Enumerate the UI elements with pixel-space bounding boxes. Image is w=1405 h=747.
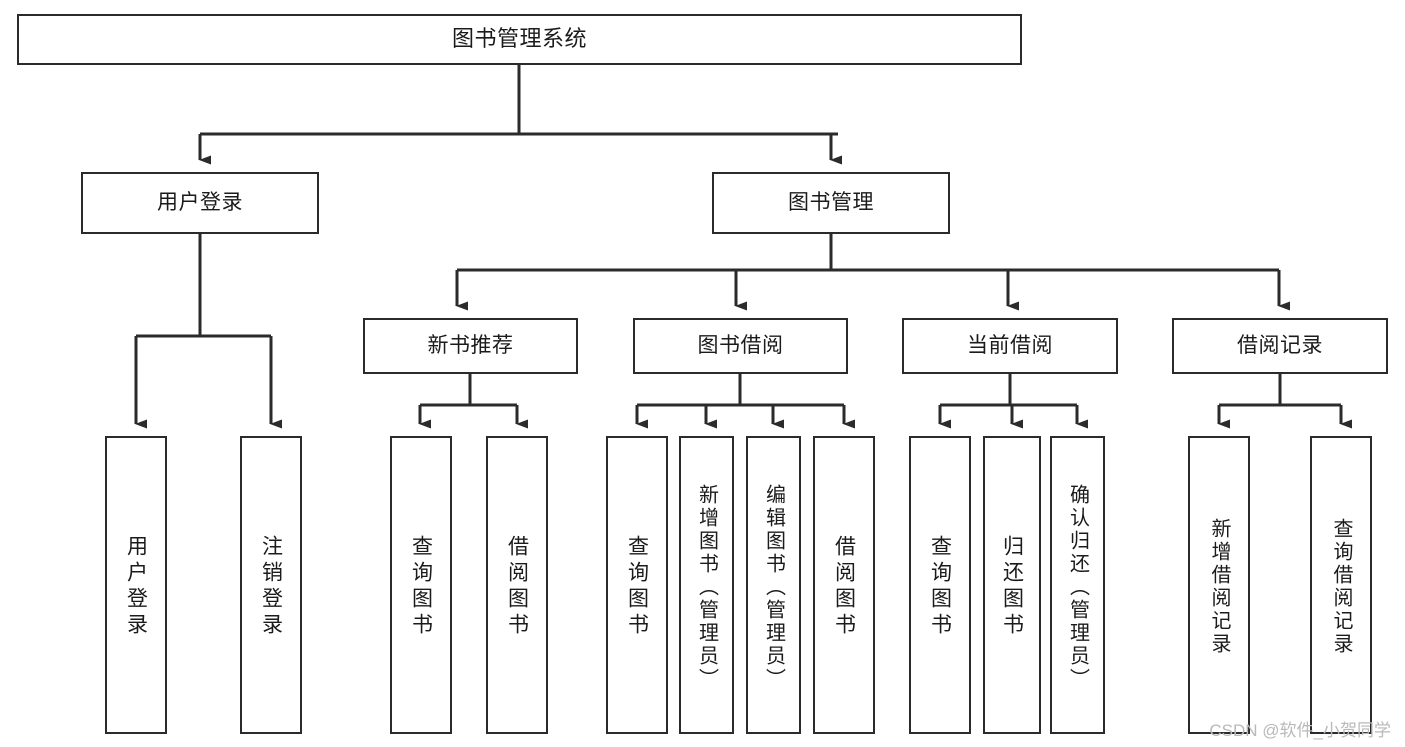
leaf-query-book-current[interactable]: 查询图书 — [909, 436, 971, 734]
node-label: 借阅图书 — [832, 535, 856, 639]
watermark-text: CSDN @软件_小贺同学 — [1209, 721, 1391, 740]
node-book-borrow[interactable]: 图书借阅 — [633, 318, 848, 374]
node-root-system[interactable]: 图书管理系统 — [17, 14, 1022, 65]
node-label: 图书管理系统 — [451, 26, 587, 52]
node-borrow-record[interactable]: 借阅记录 — [1172, 318, 1388, 374]
node-user-login[interactable]: 用户登录 — [81, 172, 319, 234]
node-label: 查询图书 — [928, 535, 952, 639]
newbook-to-leaves-connectors — [418, 374, 528, 429]
node-current-borrow[interactable]: 当前借阅 — [902, 318, 1118, 374]
leaf-query-borrow-record[interactable]: 查询借阅记录 — [1310, 436, 1372, 734]
node-label: 查询图书 — [625, 535, 649, 639]
node-label: 用户登录 — [157, 191, 243, 215]
leaf-add-borrow-record[interactable]: 新增借阅记录 — [1188, 436, 1250, 734]
borrow-to-leaves-connectors — [635, 374, 855, 429]
node-label: 借阅图书 — [505, 535, 529, 639]
current-to-leaves-connectors — [938, 374, 1088, 429]
node-label: 新增图书（管理员） — [695, 483, 718, 691]
leaf-add-book-admin[interactable]: 新增图书（管理员） — [679, 436, 734, 734]
level1-book-to-level2-connectors — [455, 234, 1290, 311]
leaf-borrow-book-new[interactable]: 借阅图书 — [486, 436, 548, 734]
leaf-query-book-borrow[interactable]: 查询图书 — [606, 436, 668, 734]
node-label: 查询借阅记录 — [1330, 518, 1352, 656]
level1-user-to-leaves-connectors — [134, 234, 282, 429]
leaf-confirm-return-admin[interactable]: 确认归还（管理员） — [1050, 436, 1105, 734]
node-label: 用户登录 — [124, 535, 148, 639]
leaf-query-book-new[interactable]: 查询图书 — [390, 436, 452, 734]
leaf-edit-book-admin[interactable]: 编辑图书（管理员） — [746, 436, 801, 734]
root-to-level1-connectors — [198, 65, 842, 165]
node-label: 注销登录 — [259, 535, 283, 639]
node-book-management[interactable]: 图书管理 — [712, 172, 950, 234]
leaf-user-logout[interactable]: 注销登录 — [240, 436, 302, 734]
leaf-return-book[interactable]: 归还图书 — [983, 436, 1041, 734]
node-label: 新增借阅记录 — [1208, 518, 1230, 656]
leaf-user-login[interactable]: 用户登录 — [105, 436, 167, 734]
node-new-book-recommend[interactable]: 新书推荐 — [363, 318, 578, 374]
node-label: 借阅记录 — [1237, 334, 1323, 358]
node-label: 当前借阅 — [967, 334, 1053, 358]
node-label: 编辑图书（管理员） — [762, 483, 785, 691]
record-to-leaves-connectors — [1217, 374, 1352, 429]
node-label: 查询图书 — [409, 535, 433, 639]
node-label: 图书借阅 — [697, 334, 784, 358]
node-label: 图书管理 — [788, 191, 874, 215]
node-label: 新书推荐 — [427, 334, 514, 358]
leaf-borrow-book[interactable]: 借阅图书 — [813, 436, 875, 734]
node-label: 归还图书 — [1000, 535, 1024, 639]
node-label: 确认归还（管理员） — [1066, 483, 1089, 691]
